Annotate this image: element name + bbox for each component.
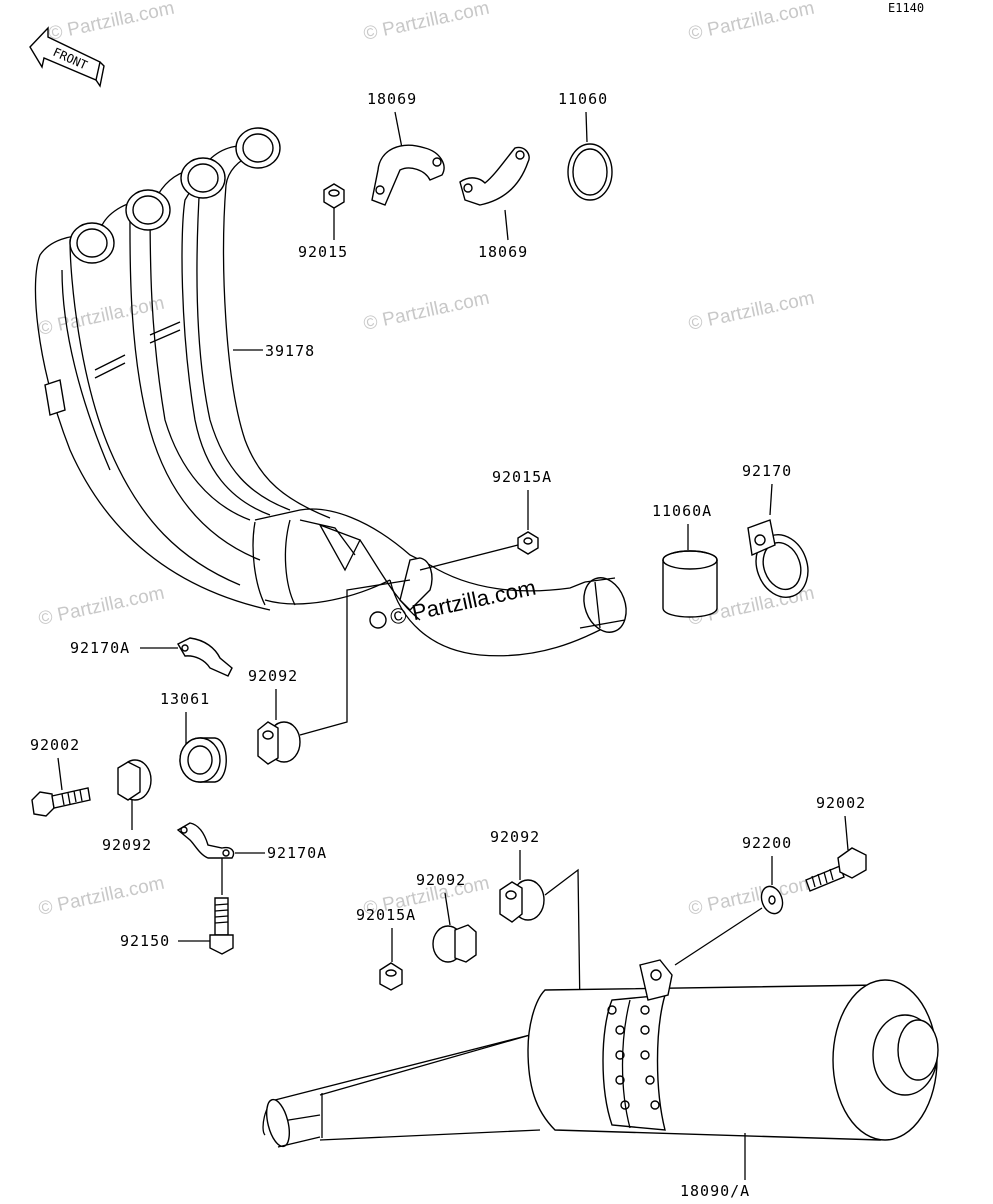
grommet-92092-c2 <box>432 924 477 963</box>
part-label-92170: 92170 <box>742 462 792 480</box>
part-label-92150: 92150 <box>120 932 170 950</box>
part-label-18069-top: 18069 <box>367 90 417 108</box>
part-label-92015: 92015 <box>298 243 348 261</box>
leader-line <box>419 544 519 571</box>
part-label-92015A-bottom: 92015A <box>356 906 416 924</box>
leader-line <box>769 483 773 516</box>
leader-line <box>585 111 588 143</box>
muffler-18090A <box>262 959 939 1148</box>
part-label-11060A: 11060A <box>652 502 712 520</box>
part-label-13061: 13061 <box>160 690 210 708</box>
bracket-92170A-bottom <box>176 822 235 859</box>
part-label-92092-c1: 92092 <box>490 828 540 846</box>
part-label-18069-bottom: 18069 <box>478 243 528 261</box>
watermark: © Partzilla.com <box>362 288 492 335</box>
watermark: © Partzilla.com <box>687 873 817 920</box>
watermark: © Partzilla.com <box>362 0 492 45</box>
watermark: © Partzilla.com <box>687 0 817 45</box>
bracket-92170A-top <box>177 637 233 677</box>
nut-92015A-top <box>517 531 539 555</box>
washer-92200 <box>760 885 784 915</box>
clamp-half-18069-bottom <box>459 146 530 206</box>
part-label-11060: 11060 <box>558 90 608 108</box>
leader-line <box>674 907 763 966</box>
bolt-92002-right <box>805 847 867 892</box>
grommet-92092-c1 <box>499 879 545 923</box>
watermarks: © Partzilla.com © Partzilla.com © Partzi… <box>37 0 817 920</box>
watermark: © Partzilla.com <box>37 873 167 920</box>
part-label-92002-left: 92002 <box>30 736 80 754</box>
part-label-92092-mid: 92092 <box>248 667 298 685</box>
clamp-half-18069-top <box>371 144 445 206</box>
clamp-92170 <box>747 519 809 598</box>
part-label-92170A-bottom: 92170A <box>267 844 327 862</box>
leader-line <box>394 111 403 149</box>
watermark: © Partzilla.com <box>687 288 817 335</box>
part-label-92015A-top: 92015A <box>492 468 552 486</box>
part-label-92092-c2: 92092 <box>416 871 466 889</box>
part-label-92170A-top: 92170A <box>70 639 130 657</box>
grommet-92092-mid <box>257 721 301 765</box>
leader-line <box>299 579 411 736</box>
leader-line <box>444 892 451 926</box>
part-label-39178: 39178 <box>265 342 315 360</box>
watermark: © Partzilla.com <box>37 583 167 630</box>
bolt-92002-left <box>31 787 91 817</box>
header-pipes <box>34 127 627 657</box>
grommet-92092-left <box>117 759 152 801</box>
collar-13061 <box>179 737 227 783</box>
nut-92015A-bottom <box>379 962 403 991</box>
diagram-code: E1140 <box>888 1 924 15</box>
gasket-11060A <box>662 550 718 618</box>
gasket-11060 <box>567 143 613 201</box>
leader-line <box>57 757 63 791</box>
leader-line <box>844 815 849 851</box>
nut-92015 <box>323 183 345 209</box>
part-label-92200: 92200 <box>742 834 792 852</box>
part-label-18090A: 18090/A <box>680 1182 750 1200</box>
bolt-92150 <box>209 897 234 955</box>
part-label-92092-left: 92092 <box>102 836 152 854</box>
watermark: © Partzilla.com <box>37 293 167 340</box>
leader-line <box>504 209 509 241</box>
part-label-92002-right: 92002 <box>816 794 866 812</box>
watermark: © Partzilla.com <box>47 0 177 45</box>
